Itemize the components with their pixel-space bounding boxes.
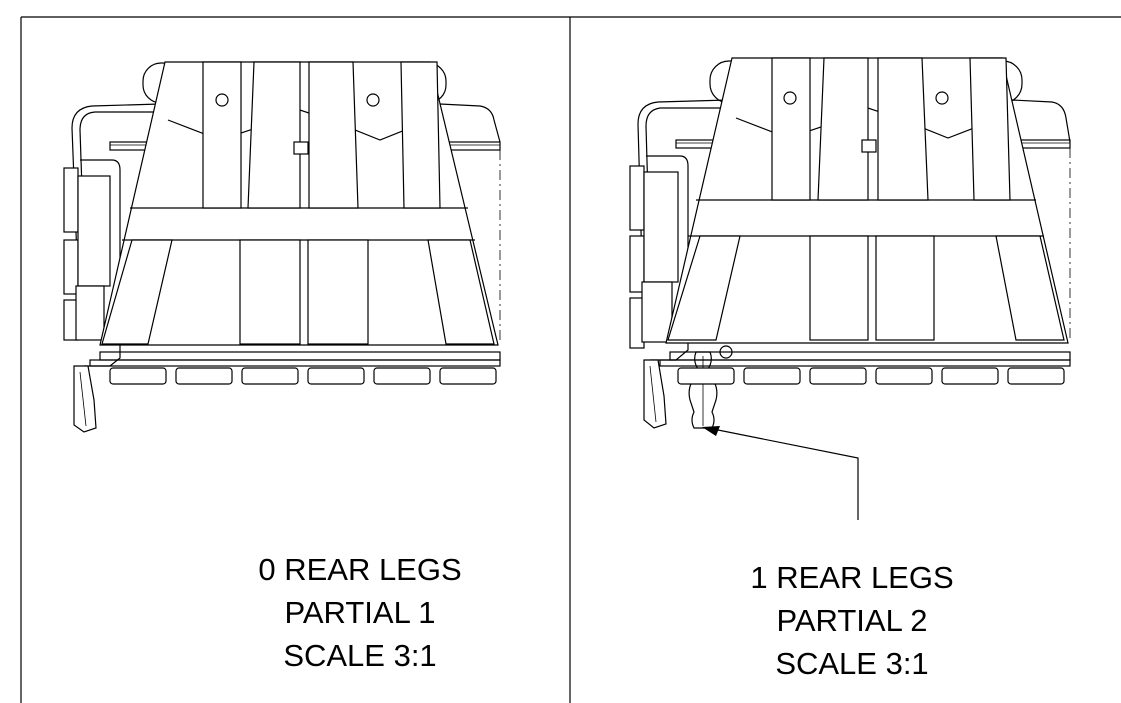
view-1-title: 0 REAR LEGS: [258, 552, 462, 587]
view-2-partial-label: PARTIAL 2: [776, 603, 928, 638]
partial-view-2-drawing: [629, 57, 1071, 520]
view-2-title: 1 REAR LEGS: [750, 560, 954, 595]
partial-view-1-drawing: [63, 61, 501, 433]
leader-arrowhead: [702, 426, 720, 436]
view-1-caption: 0 REAR LEGS PARTIAL 1 SCALE 3:1: [150, 548, 570, 677]
view-1-scale-label: SCALE 3:1: [283, 638, 437, 673]
view-2-caption: 1 REAR LEGS PARTIAL 2 SCALE 3:1: [642, 556, 1062, 685]
view-1-partial-label: PARTIAL 1: [284, 595, 436, 630]
leader-line: [707, 427, 859, 520]
view-2-scale-label: SCALE 3:1: [775, 646, 929, 681]
